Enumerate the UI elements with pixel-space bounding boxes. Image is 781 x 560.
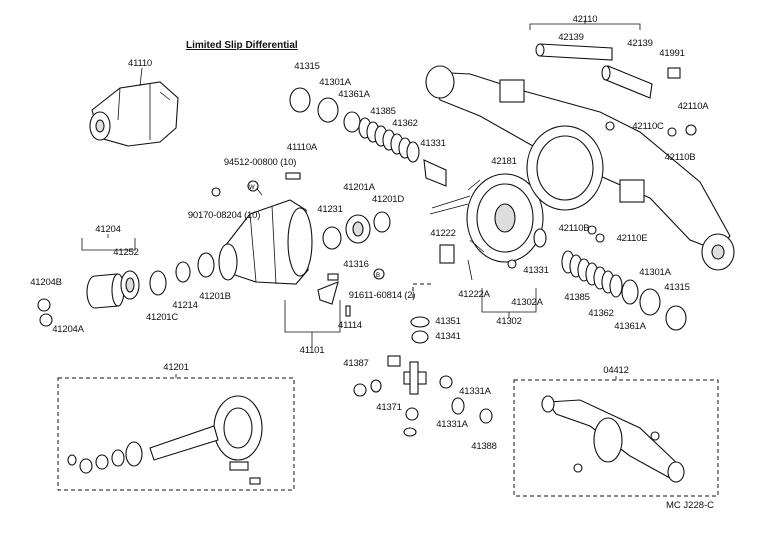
part-label-41371: 41371 — [376, 402, 402, 413]
part-label-41231: 41231 — [317, 204, 343, 215]
part-label-41222A: 41222A — [458, 289, 490, 300]
part-label-42110B: 42110B — [664, 152, 696, 163]
companion-flange-41204 — [86, 270, 140, 309]
part-label-94512-00800: 94512-00800 (10) — [223, 157, 297, 168]
part-label-41204B: 41204B — [30, 277, 62, 288]
part-label-41331-b: 41331 — [523, 265, 549, 276]
part-label-41316: 41316 — [343, 259, 369, 270]
part-label-42181: 42181 — [491, 156, 517, 167]
part-label-41991: 41991 — [659, 48, 685, 59]
part-label-41387: 41387 — [343, 358, 369, 369]
part-label-41388: 41388 — [471, 441, 497, 452]
part-label-41222: 41222 — [430, 228, 456, 239]
part-label-41302: 41302 — [496, 316, 522, 327]
pinion-bearing-stack-upper — [289, 87, 447, 187]
axle-housing-kit — [541, 395, 685, 483]
pinion-bearing-stack-lower — [561, 250, 687, 331]
figure-code: MC J228-C — [666, 500, 715, 511]
part-label-04412: 04412 — [603, 365, 629, 376]
part-label-41341: 41341 — [435, 331, 461, 342]
part-label-91611-60814: 91611-60814 (2) — [348, 290, 416, 301]
part-label-41201B: 41201B — [199, 291, 231, 302]
part-label-42110: 42110 — [572, 14, 598, 25]
ring-pinion-gear — [67, 395, 263, 485]
carrier-41101 — [218, 199, 313, 285]
ring-pinion-kit-box — [57, 377, 295, 491]
differential-case-41302 — [466, 173, 544, 263]
part-label-42110A: 42110A — [677, 101, 709, 112]
part-label-41252: 41252 — [113, 247, 139, 258]
part-label-41331A-b: 41331A — [436, 419, 468, 430]
part-label-41315-b: 41315 — [664, 282, 690, 293]
part-label-41331: 41331 — [420, 138, 446, 149]
part-label-42110C: 42110C — [632, 121, 664, 132]
part-label-41201: 41201 — [163, 362, 189, 373]
part-label-41385-b: 41385 — [564, 292, 590, 303]
part-label-41302A: 41302A — [511, 297, 543, 308]
part-label-42139-b: 42139 — [627, 38, 653, 49]
part-label-41101: 41101 — [299, 345, 325, 356]
part-label-41110A: 41110A — [286, 142, 318, 153]
part-label-41204A: 41204A — [52, 324, 84, 335]
part-label-41315: 41315 — [294, 61, 320, 72]
part-label-41361A-b: 41361A — [614, 321, 646, 332]
part-label-41385: 41385 — [370, 106, 396, 117]
part-label-42110B-b: 42110B — [558, 223, 590, 234]
part-label-41362-b: 41362 — [588, 308, 614, 319]
part-label-42139-a: 42139 — [558, 32, 584, 43]
circled-w-icon: W — [249, 185, 255, 191]
part-label-41201A: 41201A — [343, 182, 375, 193]
part-label-41301A: 41301A — [319, 77, 351, 88]
axle-housing-42110 — [425, 65, 735, 271]
part-label-41351: 41351 — [435, 316, 461, 327]
part-label-41204: 41204 — [95, 224, 121, 235]
spider-gear-set — [353, 355, 493, 437]
part-label-41214: 41214 — [172, 300, 198, 311]
differential-carrier-41110 — [89, 81, 179, 147]
part-label-42110E: 42110E — [616, 233, 648, 244]
circled-b-icon: B — [376, 273, 380, 279]
part-label-41301A-b: 41301A — [639, 267, 671, 278]
part-label-41114: 41114 — [337, 320, 363, 331]
part-label-41201D: 41201D — [371, 194, 405, 205]
part-label-41201C: 41201C — [145, 312, 179, 323]
part-label-41361A: 41361A — [338, 89, 370, 100]
part-label-41331A: 41331A — [459, 386, 491, 397]
part-label-41110: 41110 — [127, 58, 153, 69]
diagram-title: Limited Slip Differential — [186, 40, 298, 51]
part-label-41362: 41362 — [392, 118, 418, 129]
part-label-90170-08204: 90170-08204 (10) — [187, 210, 261, 221]
